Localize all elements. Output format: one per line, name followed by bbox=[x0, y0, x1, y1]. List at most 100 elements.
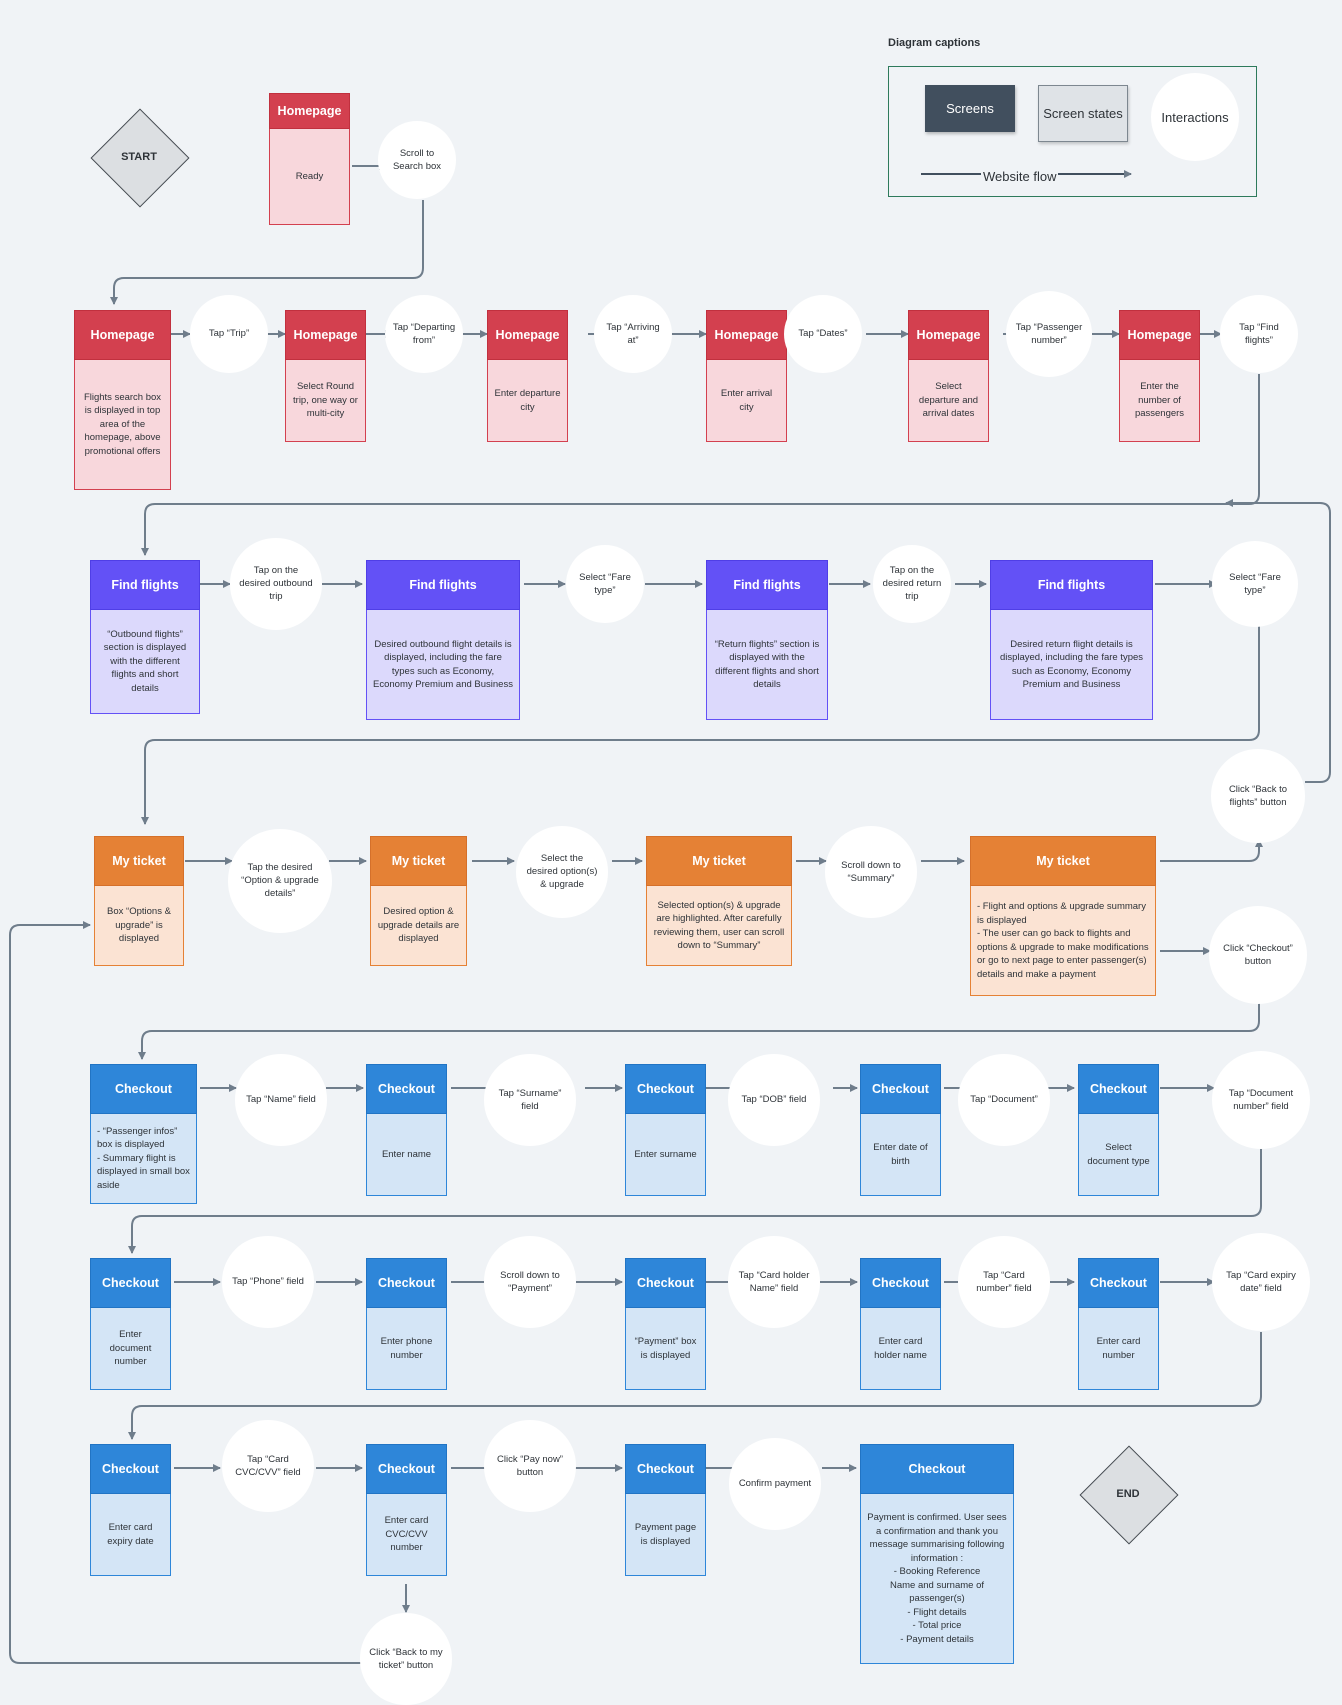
screen-state: Ready bbox=[269, 129, 350, 225]
screen-state: Selected option(s) & upgrade are highlig… bbox=[646, 886, 792, 966]
screen-state: Enter document number bbox=[90, 1308, 171, 1390]
legend-title: Diagram captions bbox=[888, 37, 981, 49]
screen-state: Enter name bbox=[366, 1114, 447, 1196]
row3-action-1: Tap the desired “Option & upgrade detail… bbox=[228, 829, 332, 933]
screen-title: Checkout bbox=[625, 1064, 706, 1114]
screen-title: Checkout bbox=[625, 1258, 706, 1308]
screen-title: Checkout bbox=[90, 1444, 171, 1494]
row5-action-5: Tap “Card expiry date” field bbox=[1211, 1232, 1311, 1332]
screen-title: Homepage bbox=[74, 310, 171, 360]
flow-row4-to-row5 bbox=[128, 1132, 1262, 1254]
screen-title: Find flights bbox=[706, 560, 828, 610]
screen-title: Find flights bbox=[90, 560, 200, 610]
screen-state: Flights search box is displayed in top a… bbox=[74, 360, 171, 490]
screen-state: Box “Options & upgrade” is displayed bbox=[94, 886, 184, 966]
flow-row3-to-row4 bbox=[138, 998, 1260, 1060]
end-node: END bbox=[1079, 1445, 1179, 1545]
row5-action-3: Tap “Card holder Name” field bbox=[728, 1236, 820, 1328]
row1-action-1: Tap “Trip” bbox=[189, 294, 269, 374]
screen-title: Checkout bbox=[1078, 1064, 1159, 1114]
screen-title: Homepage bbox=[1119, 310, 1200, 360]
screen-state: “Return flights” section is displayed wi… bbox=[706, 610, 828, 720]
row6-action-1: Tap “Card CVC/CVV” field bbox=[222, 1420, 314, 1512]
flow-back-to-flights bbox=[1225, 499, 1331, 783]
screen-state: Enter card expiry date bbox=[90, 1494, 171, 1576]
screen-state: Desired return flight details is display… bbox=[990, 610, 1153, 720]
screen-state: Enter card number bbox=[1078, 1308, 1159, 1390]
row4-screen-1: Checkout- “Passenger infos” box is displ… bbox=[90, 1064, 197, 1204]
screen-title: Homepage bbox=[269, 93, 350, 129]
screen-title: Homepage bbox=[487, 310, 568, 360]
screen-state: Desired outbound flight details is displ… bbox=[366, 610, 520, 720]
row6-action-3: Confirm payment bbox=[729, 1438, 821, 1530]
row5-action-2: Scroll down to “Payment” bbox=[484, 1236, 576, 1328]
screen-title: Checkout bbox=[90, 1064, 197, 1114]
flow-row2-to-row3 bbox=[141, 624, 1260, 825]
screen-state: Payment is confirmed. User sees a confir… bbox=[860, 1494, 1014, 1664]
screen-homepage-ready: Homepage Ready bbox=[269, 93, 350, 225]
screen-state: Enter date of birth bbox=[860, 1114, 941, 1196]
row4-action-3: Tap “DOB” field bbox=[728, 1054, 820, 1146]
screen-title: Checkout bbox=[860, 1258, 941, 1308]
screen-title: Homepage bbox=[706, 310, 787, 360]
row5-action-4: Tap “Card number” field bbox=[958, 1236, 1050, 1328]
screen-title: Checkout bbox=[366, 1258, 447, 1308]
row6-action-4: Click “Back to my ticket” button bbox=[360, 1613, 452, 1705]
screen-title: Homepage bbox=[908, 310, 989, 360]
legend: Screens Screen states Interactions Websi… bbox=[888, 66, 1257, 197]
screen-state: Enter surname bbox=[625, 1114, 706, 1196]
screen-state: Select departure and arrival dates bbox=[908, 360, 989, 442]
screen-state: Enter card holder name bbox=[860, 1308, 941, 1390]
row6-action-2: Click “Pay now” button bbox=[484, 1420, 576, 1512]
legend-screens: Screens bbox=[925, 85, 1015, 132]
screen-state: Select Round trip, one way or multi-city bbox=[285, 360, 366, 442]
screen-title: Find flights bbox=[990, 560, 1153, 610]
screen-title: My ticket bbox=[646, 836, 792, 886]
row3-screen-4: My ticket- Flight and options & upgrade … bbox=[970, 836, 1156, 996]
row4-action-1: Tap “Name” field bbox=[235, 1054, 327, 1146]
screen-title: Find flights bbox=[366, 560, 520, 610]
screen-state: Payment page is displayed bbox=[625, 1494, 706, 1576]
legend-screen-states: Screen states bbox=[1038, 85, 1128, 142]
flow-to-back-to-flights bbox=[1160, 839, 1263, 862]
screen-state: Select document type bbox=[1078, 1114, 1159, 1196]
start-label: START bbox=[121, 151, 157, 163]
row2-action-4: Select “Fare type” bbox=[1211, 540, 1299, 628]
flow-back-to-my-ticket bbox=[9, 921, 362, 1664]
row2-action-3: Tap on the desired return trip bbox=[872, 544, 952, 624]
screen-title: Checkout bbox=[1078, 1258, 1159, 1308]
row1-action-6: Tap “Find flights” bbox=[1219, 294, 1299, 374]
legend-website-flow: Website flow bbox=[981, 169, 1059, 184]
screen-title: Checkout bbox=[366, 1064, 447, 1114]
screen-title: Homepage bbox=[285, 310, 366, 360]
screen-title: Checkout bbox=[625, 1444, 706, 1494]
screen-state: Desired option & upgrade details are dis… bbox=[370, 886, 467, 966]
flow-row1-to-row2 bbox=[141, 374, 1260, 556]
row3-action-4: Click “Back to flights” button bbox=[1211, 749, 1305, 843]
screen-state: Enter arrival city bbox=[706, 360, 787, 442]
row5-screen-3: Checkout“Payment” box is displayed bbox=[625, 1258, 706, 1390]
row1-action-4: Tap “Dates” bbox=[783, 294, 863, 374]
screen-title: Checkout bbox=[860, 1444, 1014, 1494]
screen-state: Enter card CVC/CVV number bbox=[366, 1494, 447, 1576]
screen-title: My ticket bbox=[970, 836, 1156, 886]
screen-state: - Flight and options & upgrade summary i… bbox=[970, 886, 1156, 996]
row3-action-2: Select the desired option(s) & upgrade bbox=[516, 826, 608, 918]
